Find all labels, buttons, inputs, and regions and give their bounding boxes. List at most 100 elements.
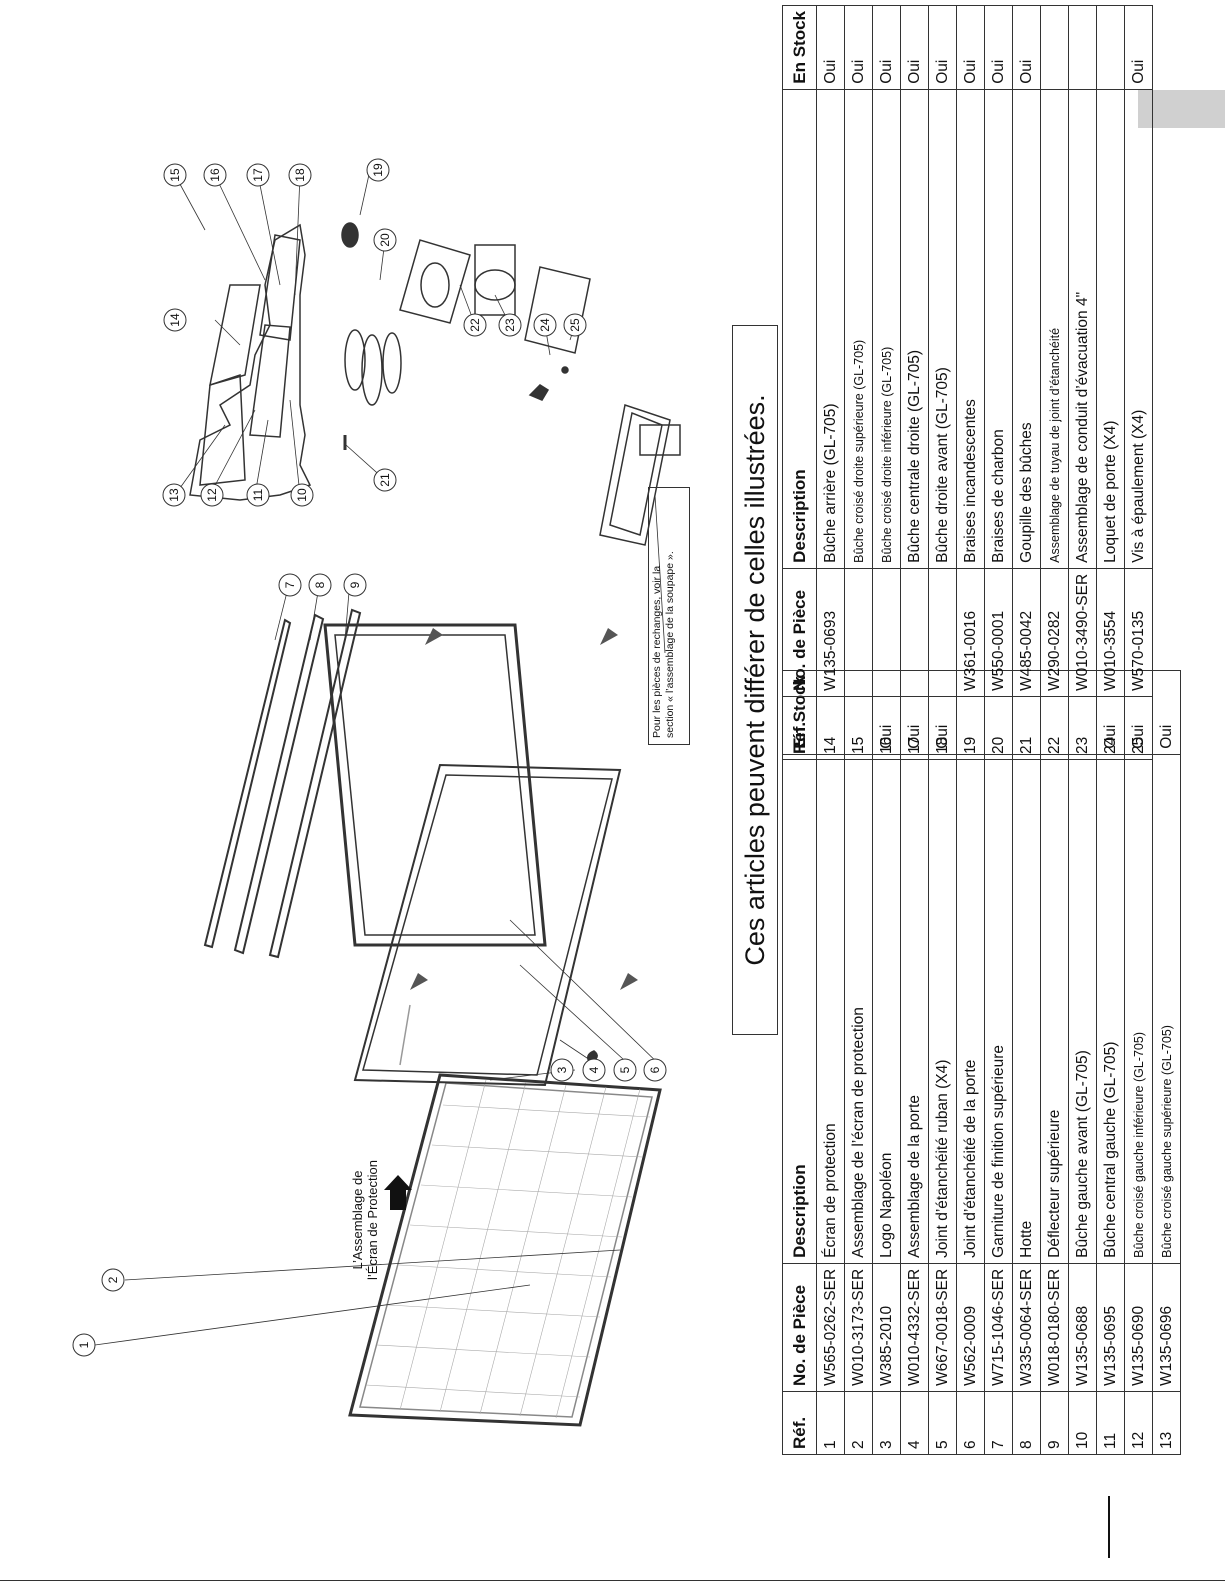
page-margin-line [1108,1496,1110,1558]
assembly-label: L’Assemblage de l’Écran de Protection [350,1145,380,1295]
svg-text:2: 2 [106,1276,120,1283]
cell-part-no: W135-0696 [1152,1263,1181,1392]
svg-text:12: 12 [205,488,219,502]
callout-6: 6 [643,1058,667,1082]
cell-description: Bûche arrière (GL-705) [816,89,845,569]
callout-7: 7 [278,573,302,597]
cell-ref: 2 [844,1391,873,1455]
cell-description: Assemblage de conduit d’évacuation 4" [1068,89,1097,569]
svg-text:5: 5 [618,1066,632,1073]
svg-text:23: 23 [503,318,517,332]
cell-stock [1040,5,1069,90]
callout-21: 21 [373,468,397,492]
svg-text:25: 25 [568,318,582,332]
cell-ref: 24 [1096,696,1125,760]
cell-ref: 17 [900,696,929,760]
callout-2: 2 [101,1268,125,1292]
cell-stock: Oui [928,5,957,90]
callout-24: 24 [533,313,557,337]
callout-4: 4 [582,1058,606,1082]
cell-description: Bûche central gauche (GL-705) [1096,754,1125,1264]
cell-ref: 3 [872,1391,901,1455]
cell-part-no: W385-2010 [872,1263,901,1392]
cell-ref: 15 [844,696,873,760]
table-header-row: Réf. No. de Pièce Description En Stock [782,670,817,1455]
cell-stock [1068,5,1097,90]
callout-9: 9 [343,573,367,597]
cell-description: Assemblage de l’écran de protection [844,754,873,1264]
section-tab [1138,90,1225,128]
cell-description: Braises de charbon [984,89,1013,569]
svg-text:24: 24 [538,318,552,332]
cell-ref: 23 [1068,696,1097,760]
cell-part-no: W135-0693 [816,568,845,697]
cell-stock: Oui [844,5,873,90]
vent-pipe-drawing [399,239,591,354]
callout-11: 11 [246,483,270,507]
svg-text:18: 18 [293,168,307,182]
cell-description: Bûche croisé droite supérieure (GL-705) [844,89,873,569]
disclaimer-banner: Ces articles peuvent différer de celles … [732,325,778,1035]
callout-3: 3 [550,1058,574,1082]
cell-stock [1096,5,1125,90]
table-header-row: Réf. No. de Pièce Description En Stock [782,5,817,760]
cell-stock: Oui [1152,670,1181,755]
svg-text:3: 3 [555,1066,569,1073]
cell-part-no: W485-0042 [1012,568,1041,697]
cell-part-no: W290-0282 [1040,568,1069,697]
callout-22: 22 [463,313,487,337]
svg-text:9: 9 [348,581,362,588]
cell-ref: 16 [872,696,901,760]
cell-part-no: W010-4332-SER [900,1263,929,1392]
cell-description: Loquet de porte (X4) [1096,89,1125,569]
cell-part-no: W135-0688 [1068,1263,1097,1392]
cell-ref: 13 [1152,1391,1181,1455]
cell-part-no: W335-0064-SER [1012,1263,1041,1392]
callout-17: 17 [246,163,270,187]
svg-text:21: 21 [378,473,392,487]
cell-ref: 5 [928,1391,957,1455]
note-line-2: section « l’assemblage de la soupape ». [664,551,676,738]
callout-numbers: 1 2 3 4 5 6 7 8 9 10 11 12 13 14 15 16 1… [72,158,667,1357]
assembly-label-line-1: L’Assemblage de [350,1170,365,1270]
protection-screen-drawing [348,1073,662,1427]
top-trim-drawing [203,608,362,959]
cell-ref: 21 [1012,696,1041,760]
svg-text:20: 20 [378,233,392,247]
cell-stock: Oui [984,5,1013,90]
cell-part-no: W135-0695 [1096,1263,1125,1392]
cell-ref: 14 [816,696,845,760]
cell-part-no: W715-1046-SER [984,1263,1013,1392]
cell-ref: 11 [1096,1391,1125,1455]
header-ref: Réf. [782,696,817,760]
cell-ref: 9 [1040,1391,1069,1455]
cell-stock: Oui [1012,5,1041,90]
svg-text:17: 17 [251,168,265,182]
svg-text:7: 7 [283,581,297,588]
callout-13: 13 [162,483,186,507]
header-description: Description [782,89,817,569]
callout-5: 5 [613,1058,637,1082]
bottom-rule [0,1580,1225,1581]
cell-ref: 18 [928,696,957,760]
cell-description: Écran de protection [816,754,845,1264]
valve-reference-note: Pour les pièces de rechanges, voir la se… [648,487,690,745]
svg-text:15: 15 [168,168,182,182]
cell-part-no: W135-0690 [1124,1263,1153,1392]
svg-text:14: 14 [168,313,182,327]
cell-ref: 6 [956,1391,985,1455]
cell-description: Goupille des bûches [1012,89,1041,569]
